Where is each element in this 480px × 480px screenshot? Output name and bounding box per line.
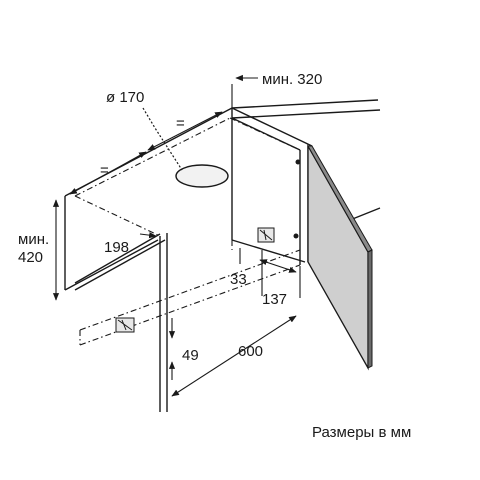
cabinet-door bbox=[307, 143, 373, 371]
min-height-value: 420 bbox=[18, 249, 43, 266]
dimension-lines bbox=[52, 74, 301, 397]
equal-mark-left: = bbox=[100, 162, 109, 179]
duct-diameter-label: ø 170 bbox=[106, 89, 144, 106]
units-caption: Размеры в мм bbox=[312, 424, 412, 441]
depth-198-label: 198 bbox=[104, 239, 129, 256]
hinge-icons bbox=[293, 159, 301, 239]
duct-opening bbox=[175, 164, 229, 188]
depth-137-label: 137 bbox=[262, 291, 287, 308]
height-49-label: 49 bbox=[182, 347, 199, 364]
min-rear-depth-label: мин. 320 bbox=[262, 71, 322, 88]
min-height-label: мин. bbox=[18, 231, 49, 248]
duct-leader bbox=[142, 107, 183, 171]
equal-mark-right: = bbox=[176, 115, 185, 132]
width-600-label: 600 bbox=[238, 343, 263, 360]
depth-33-label: 33 bbox=[230, 271, 247, 288]
mounting-bracket-rear bbox=[257, 227, 275, 243]
mounting-bracket-front bbox=[115, 317, 135, 333]
